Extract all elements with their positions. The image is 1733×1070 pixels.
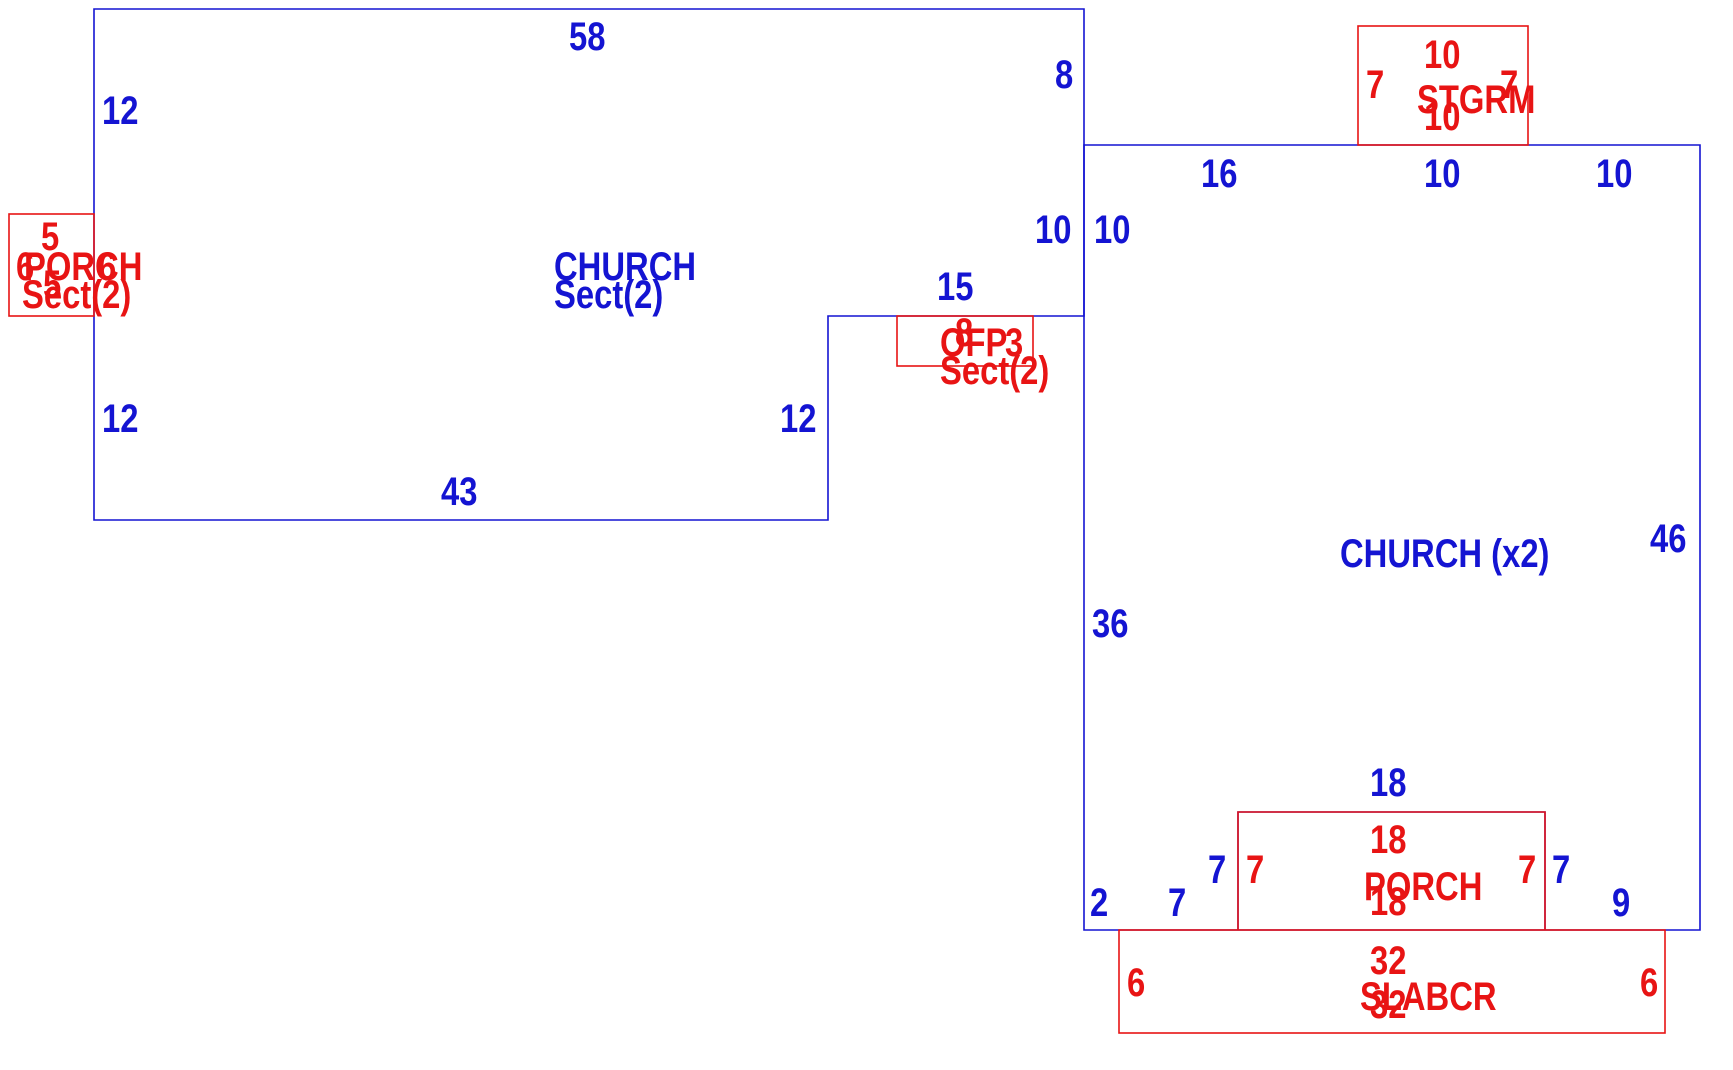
church-east-dim-bottom-right: 9 [1612,880,1630,925]
church-west-dim-step-side: 12 [780,396,816,441]
church-east-dim-left-upper: 10 [1094,207,1130,252]
stgrm-dim-bottom: 10 [1424,94,1460,139]
porch-east-red-outline [1237,811,1546,930]
porch-east-dim-right: 7 [1518,847,1536,892]
church-west-labels: 58 12 8 10 CHURCH Sect(2) 15 12 12 43 [102,14,1073,514]
slabcr-dim-right: 6 [1640,960,1658,1005]
church-west-dim-left-lower: 12 [102,396,138,441]
ofp-dim-right: 3 [1005,320,1023,365]
slabcr-dim-left: 6 [1127,960,1145,1005]
church-west-dim-right-mid: 10 [1035,207,1071,252]
porch-east-dim-top: 18 [1370,817,1406,862]
slabcr-labels: 32 6 6 SLABCR 32 [1127,938,1658,1027]
church-east-dim-top-right: 10 [1596,151,1632,196]
porch-west-dim-bottom: 5 [43,262,61,307]
church-east-dim-top-left: 16 [1201,151,1237,196]
porch-west-label: PORCH [24,244,142,289]
ofp-sublabel: Sect(2) [940,348,1049,393]
porch-west-dim-right: 6 [98,244,116,289]
church-east-labels: 16 10 10 10 CHURCH (x2) 46 36 18 7 7 2 7… [1090,151,1686,925]
church-west-label: CHURCH [554,244,696,289]
ofp-dim-top: 8 [955,310,973,355]
slabcr-label: SLABCR [1360,974,1497,1019]
church-east-dim-bottom-left: 7 [1168,880,1186,925]
porch-east-dim-left: 7 [1246,847,1264,892]
stgrm-dim-top: 10 [1424,32,1460,77]
stgrm-labels: 10 7 7 STGRM 10 [1366,32,1535,139]
slabcr-outline [1118,929,1666,1034]
porch-west-dim-left: 6 [16,244,34,289]
outlines [8,8,1701,1034]
church-west-dim-left-upper: 12 [102,88,138,133]
church-east-label: CHURCH (x2) [1340,531,1549,576]
church-east-dim-left-lower: 36 [1092,601,1128,646]
church-west-dim-top: 58 [569,14,605,59]
ofp-label: OFP [940,320,1007,365]
church-west-dim-step-top: 15 [937,264,973,309]
porch-west-outline [8,213,95,317]
church-east-dim-porch-left: 7 [1208,847,1226,892]
slabcr-dim-bottom: 32 [1370,982,1406,1027]
church-east-dim-top-mid: 10 [1424,151,1460,196]
stgrm-label: STGRM [1417,77,1535,122]
church-west-sublabel: Sect(2) [554,272,663,317]
church-west-outline [93,8,1085,521]
porch-west-labels: 5 6 6 PORCH 5 Sect(2) [16,214,142,317]
church-east-dim-porch-right: 7 [1552,847,1570,892]
church-east-dim-right: 46 [1650,516,1686,561]
church-west-dim-right-top: 8 [1055,52,1073,97]
stgrm-dim-right: 7 [1500,62,1518,107]
stgrm-dim-left: 7 [1366,62,1384,107]
ofp-outline [896,315,1034,367]
church-west-dim-bottom: 43 [441,469,477,514]
porch-west-dim-top: 5 [41,214,59,259]
ofp-labels: 8 OFP 3 Sect(2) [940,310,1049,393]
porch-west-sublabel: Sect(2) [22,272,131,317]
porch-east-labels: 18 7 7 PORCH 18 [1246,817,1536,924]
porch-east-dim-bottom: 18 [1370,879,1406,924]
stgrm-outline [1357,25,1529,146]
church-east-dim-bottom-left-short: 2 [1090,880,1108,925]
porch-east-label: PORCH [1364,864,1482,909]
slabcr-dim-top: 32 [1370,938,1406,983]
church-east-dim-porch-top: 18 [1370,760,1406,805]
